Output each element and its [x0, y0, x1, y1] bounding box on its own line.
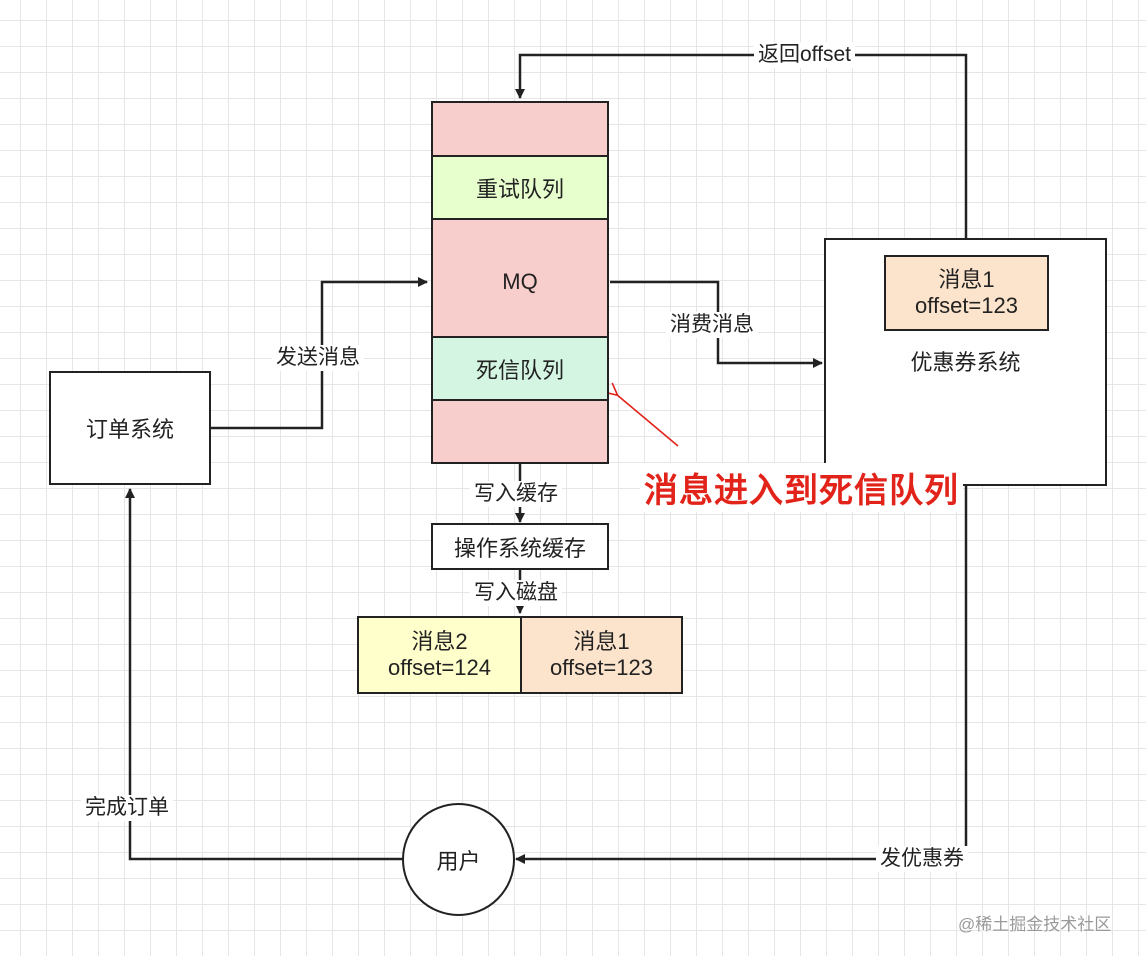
label-return-offset: 返回offset — [754, 42, 855, 68]
disk-message-1-offset: offset=123 — [550, 655, 653, 680]
retry-queue: 重试队列 — [431, 155, 609, 220]
mq-label: MQ — [502, 269, 538, 294]
edge-complete-order — [125, 488, 403, 861]
os-cache: 操作系统缓存 — [431, 523, 609, 570]
watermark: @稀土掘金技术社区 — [958, 915, 1112, 934]
coupon-system-message: 消息1 offset=123 — [884, 255, 1049, 331]
dead-letter-annotation: 消息进入到死信队列 — [640, 463, 963, 512]
coupon-message-offset: offset=123 — [915, 293, 1018, 318]
coupon-system-label: 优惠券系统 — [910, 350, 1021, 375]
order-system: 订单系统 — [49, 371, 211, 485]
label-write-cache: 写入缓存 — [470, 481, 562, 507]
label-write-disk: 写入磁盘 — [470, 580, 562, 606]
disk-message-1-name: 消息1 — [573, 629, 630, 654]
disk-message-2: 消息2 offset=124 — [357, 616, 522, 694]
disk-message-2-name: 消息2 — [411, 629, 468, 654]
label-complete-order: 完成订单 — [81, 795, 173, 821]
label-issue-coupon: 发优惠券 — [876, 846, 968, 872]
annotation-arrow — [616, 394, 679, 447]
disk-message-2-offset: offset=124 — [388, 655, 491, 680]
label-consume-message: 消费消息 — [666, 312, 758, 338]
user-node: 用户 — [402, 803, 515, 916]
dead-letter-queue: 死信队列 — [431, 336, 609, 401]
disk-message-1: 消息1 offset=123 — [520, 616, 683, 694]
coupon-message-name: 消息1 — [938, 267, 995, 292]
label-send-message: 发送消息 — [272, 345, 364, 371]
edge-return-offset — [515, 53, 968, 240]
